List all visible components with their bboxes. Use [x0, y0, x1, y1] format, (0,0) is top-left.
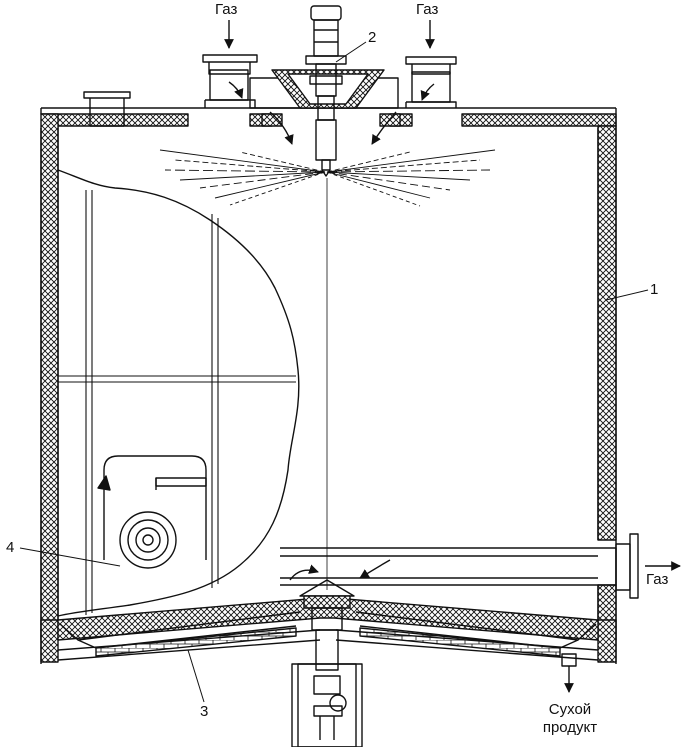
- drive-housing: [291, 629, 363, 747]
- callout-3-label: 3: [200, 703, 209, 720]
- leader-3: [187, 649, 205, 703]
- leader-1: [605, 289, 649, 301]
- leader-2: [335, 41, 367, 63]
- callout-1-label: 1: [650, 281, 659, 298]
- gas-outlet-duct: [280, 533, 681, 599]
- dry-product-label-line2: продукт: [542, 719, 598, 736]
- callout-4-label: 4: [6, 539, 15, 556]
- gas-inlet-right-label: Газ: [416, 1, 439, 18]
- top-cover: [40, 107, 617, 114]
- access-hatch: [97, 455, 207, 569]
- spray-cloud: [159, 149, 496, 207]
- gas-inlet-left: [202, 20, 258, 108]
- cutaway-edge: [57, 169, 300, 617]
- atomizer-assembly: [249, 5, 399, 177]
- gas-inlet-right: [405, 20, 457, 108]
- shell-panel-grid: [58, 190, 296, 615]
- leader-4: [19, 547, 121, 567]
- center-cap: [299, 579, 355, 631]
- dry-product-label-line1: Сухой: [548, 701, 592, 718]
- conical-bottom: [57, 597, 599, 693]
- top-left-nozzle: [83, 91, 131, 127]
- gas-outlet-label: Газ: [646, 571, 669, 588]
- gas-inlet-left-label: Газ: [215, 1, 238, 18]
- callout-2-label: 2: [368, 29, 377, 46]
